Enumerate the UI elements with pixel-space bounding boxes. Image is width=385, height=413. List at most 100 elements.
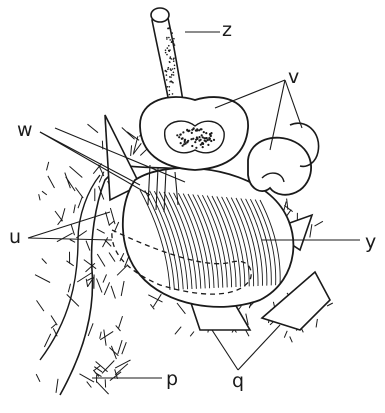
stipple-dot: [169, 86, 171, 88]
bristle: [316, 319, 317, 328]
stipple-dot: [172, 93, 174, 95]
stipple-dot: [202, 143, 204, 145]
stipple-dot: [195, 147, 197, 149]
stipple-dot: [170, 56, 172, 58]
stipple-dot: [184, 139, 186, 141]
stipple-dot: [165, 49, 167, 51]
bristle: [315, 221, 323, 226]
bristle: [310, 224, 312, 237]
leader-q-2: [238, 325, 280, 370]
bristle: [35, 275, 50, 283]
bristle: [111, 346, 116, 359]
bristle: [118, 340, 122, 354]
bristle: [284, 205, 292, 211]
stipple-dot: [166, 37, 168, 39]
stipple-dot: [173, 74, 175, 76]
stipple-dot: [203, 131, 205, 133]
stipple-dot: [178, 136, 180, 138]
bristle: [290, 337, 293, 343]
stipple-dot: [172, 68, 174, 70]
anther-center-inner: [165, 121, 225, 153]
stipple-dot: [200, 144, 202, 146]
bristle: [42, 259, 47, 264]
stipple-dot: [191, 132, 193, 134]
bristle: [327, 303, 333, 306]
stipple-dot: [201, 134, 203, 136]
bristle: [122, 128, 135, 140]
bristle: [36, 374, 40, 382]
stipple-dot: [180, 133, 182, 135]
stipple-dot: [170, 29, 172, 31]
stipple-dot: [194, 141, 196, 143]
bristle: [74, 205, 76, 214]
bristle: [100, 332, 102, 339]
stipple-dot: [171, 32, 173, 34]
bristle: [109, 253, 115, 262]
label-z: z: [222, 21, 232, 40]
style: [152, 18, 184, 108]
bristle: [131, 145, 132, 156]
stipple-dot: [186, 141, 188, 143]
stipple-dot: [208, 137, 210, 139]
bristle: [65, 173, 71, 189]
stipple-dot: [170, 80, 172, 82]
stipple-dot: [167, 28, 169, 30]
bristle: [104, 282, 109, 295]
bristle: [103, 274, 107, 282]
bristle: [100, 331, 113, 339]
stipple-dot: [167, 86, 169, 88]
bristle: [39, 194, 40, 200]
bristle: [115, 364, 128, 375]
stipple-dot: [207, 139, 209, 141]
stem-outline-2: [40, 175, 100, 360]
stipple-dot: [167, 47, 169, 49]
leader-q-1: [212, 330, 238, 370]
stipple-dot: [171, 41, 173, 43]
label-v: v: [288, 68, 299, 87]
leader-w-1: [40, 132, 150, 195]
stipple-dot: [165, 52, 167, 54]
bristle: [177, 303, 185, 314]
stipple-dot: [170, 70, 172, 72]
stipple-dot: [168, 37, 170, 39]
bristle: [97, 382, 109, 394]
stipple-dot: [202, 146, 204, 148]
bristle: [51, 324, 56, 328]
stipple-dot: [166, 54, 168, 56]
bristle: [99, 172, 104, 183]
label-q: q: [232, 372, 244, 391]
stipple-dot: [169, 39, 171, 41]
stipple-dot: [180, 142, 182, 144]
bristle: [102, 361, 114, 374]
bristle: [175, 327, 181, 335]
stipple-dot: [173, 72, 175, 74]
leader-v-1: [215, 80, 285, 108]
label-w: w: [17, 121, 33, 140]
bristle: [80, 374, 95, 382]
stipple-dot: [166, 74, 168, 76]
stipple-dot: [168, 45, 170, 47]
bristle: [96, 362, 108, 372]
stipple-dot: [173, 58, 175, 60]
bristle: [93, 370, 99, 376]
stipple-dot: [196, 130, 198, 132]
bristle: [68, 284, 70, 293]
bristle: [117, 266, 127, 276]
bristle: [75, 188, 83, 199]
bristle: [48, 176, 55, 188]
bristle: [57, 233, 73, 242]
stipple-dot: [198, 136, 200, 138]
stipple-dot: [166, 71, 168, 73]
bristle: [97, 229, 105, 233]
bristle: [111, 286, 115, 299]
stipple-dot: [176, 134, 178, 136]
bristle: [70, 166, 83, 177]
bristle: [77, 273, 92, 283]
stipple-dot: [204, 140, 206, 142]
bristle: [88, 323, 93, 336]
stipple-dot: [169, 90, 171, 92]
bristle: [121, 281, 124, 296]
stipple-dot: [166, 79, 168, 81]
stipple-dot: [192, 128, 194, 130]
